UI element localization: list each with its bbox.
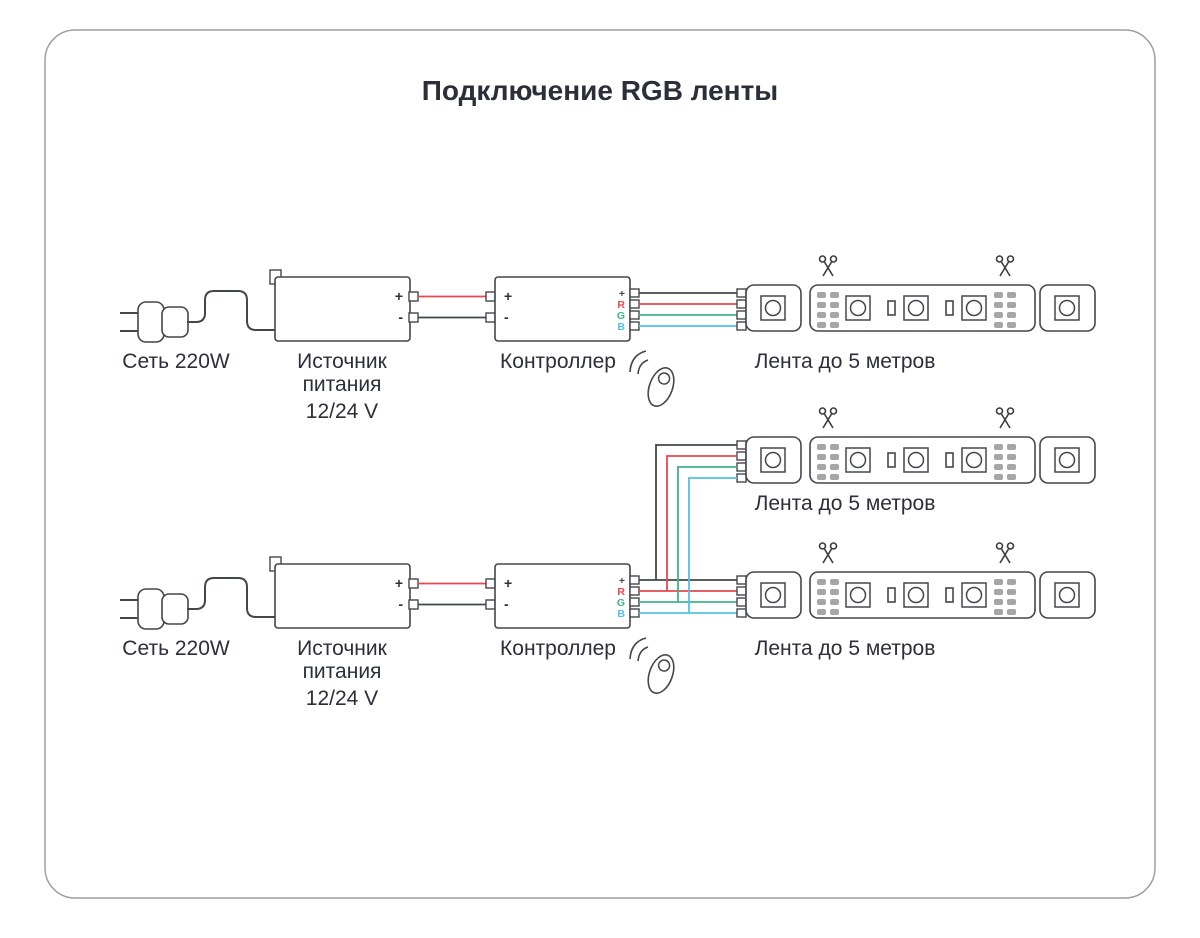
ctrl-out-b-label: B: [617, 321, 625, 333]
power-supply: [269, 556, 419, 629]
psu-voltage-label: 12/24 V: [306, 400, 378, 423]
diagram-row-1: Сеть 220W + - Источник питания 12/24 V +…: [119, 256, 1095, 423]
psu-label-line2: питания: [303, 660, 382, 683]
mains-plug: [119, 290, 276, 343]
ctrl-out-r-label: R: [617, 586, 625, 598]
ctrl-out-g-label: G: [617, 597, 625, 609]
controller: [485, 276, 640, 342]
controller-label: Контроллер: [500, 350, 616, 373]
mains-label: Сеть 220W: [122, 350, 230, 373]
psu-label-line2: питания: [303, 373, 382, 396]
strip-label: Лента до 5 метров: [755, 350, 936, 373]
psu-plus-label: +: [395, 288, 403, 304]
ctrl-out-plus-label: +: [619, 288, 625, 300]
diagram-title: Подключение RGB ленты: [422, 75, 778, 106]
strip-label: Лента до 5 метров: [755, 492, 936, 515]
power-supply: [269, 269, 419, 342]
ctrl-out-r-label: R: [617, 299, 625, 311]
ctrl-out-plus-label: +: [619, 575, 625, 587]
psu-voltage-label: 12/24 V: [306, 687, 378, 710]
psu-minus-label: -: [398, 596, 403, 612]
diagram-row-2: Сеть 220W + - Источник питания 12/24 V +…: [119, 444, 1095, 710]
controller-label: Контроллер: [500, 637, 616, 660]
mains-label: Сеть 220W: [122, 637, 230, 660]
mains-plug: [119, 577, 276, 630]
psu-minus-label: -: [398, 309, 403, 325]
branch-wire-plus: [655, 444, 737, 580]
strip-label: Лента до 5 метров: [755, 637, 936, 660]
led-strip-2: [737, 408, 1095, 483]
led-strip-1: [737, 256, 1095, 331]
branch-wire-b: [688, 477, 737, 613]
ctrl-out-g-label: G: [617, 310, 625, 322]
ctrl-in-plus-label: +: [504, 288, 512, 304]
branch-wire-r: [666, 455, 737, 591]
psu-plus-label: +: [395, 575, 403, 591]
led-strip-3: [737, 543, 1095, 618]
diagram-border: [44, 29, 1156, 899]
ctrl-out-b-label: B: [617, 608, 625, 620]
remote-control: [629, 350, 680, 411]
psu-label-line1: Источник: [297, 637, 387, 660]
controller: [485, 563, 640, 629]
branch-wire-g: [677, 466, 737, 602]
ctrl-in-minus-label: -: [504, 596, 509, 612]
remote-control: [629, 637, 680, 698]
ctrl-in-minus-label: -: [504, 309, 509, 325]
psu-label-line1: Источник: [297, 350, 387, 373]
led-strip-2-group: Лента до 5 метров: [737, 408, 1095, 515]
ctrl-in-plus-label: +: [504, 575, 512, 591]
